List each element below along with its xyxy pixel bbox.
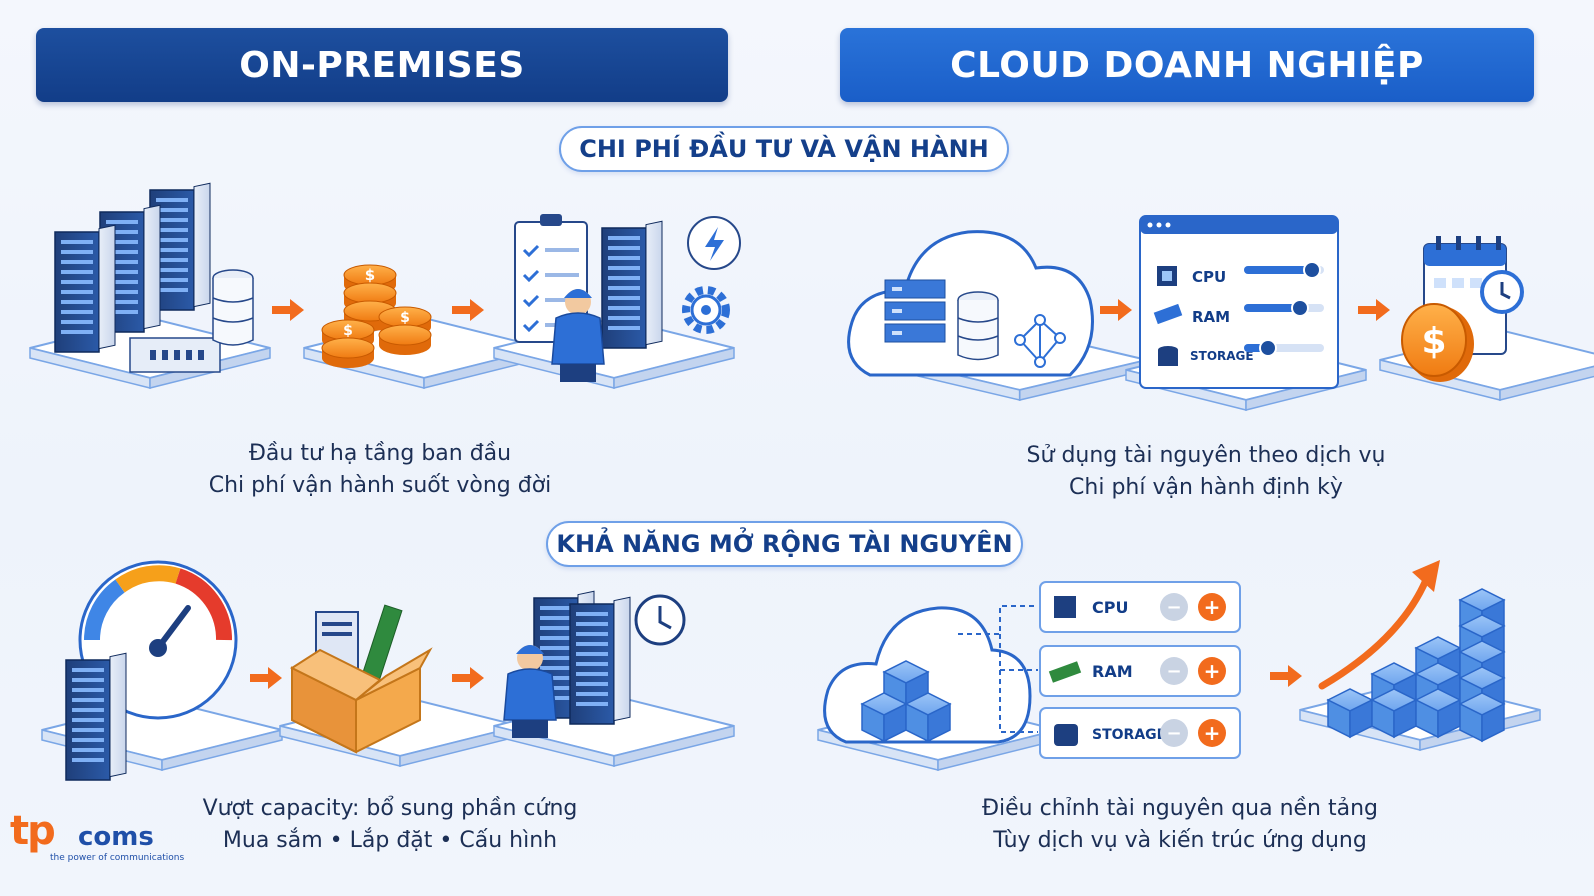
- scale-section-title: KHẢ NĂNG MỞ RỘNG TÀI NGUYÊN: [546, 521, 1023, 567]
- orange-arrow-icon: [452, 667, 484, 689]
- slider-knob[interactable]: [1291, 299, 1309, 317]
- dollar-coin-icon: $: [1401, 303, 1474, 382]
- orange-arrow-icon: [1270, 665, 1302, 687]
- orange-arrow-icon: [1100, 299, 1132, 321]
- scale-row-box: [1039, 581, 1241, 633]
- svg-text:$: $: [365, 266, 375, 284]
- maintenance-checklist-icon: [493, 214, 741, 389]
- scale-label: CPU: [1092, 598, 1128, 617]
- logo-brand: tp: [10, 808, 56, 854]
- cloud-header: CLOUD DOANH NGHIỆP: [840, 28, 1534, 102]
- slider-knob[interactable]: [1259, 339, 1277, 357]
- server-rack-group-icon: [29, 182, 271, 389]
- scale-row-storage: STORAGE− +: [1039, 707, 1241, 759]
- cloud-scale-caption: Điều chỉnh tài nguyên qua nền tảng Tùy d…: [960, 793, 1400, 857]
- network-node-icon: [1014, 314, 1066, 368]
- slider-knob[interactable]: [1303, 261, 1321, 279]
- scale-row-ram: RAM − +: [1039, 645, 1241, 697]
- plus-button[interactable]: [1198, 657, 1226, 685]
- orange-arrow-icon: [272, 299, 304, 321]
- clock-icon: [634, 594, 686, 646]
- speedometer-icon: [41, 560, 283, 781]
- growth-bars-icon: [1299, 560, 1541, 751]
- installation-technician-icon: [493, 590, 735, 767]
- scale-row-box: [1039, 707, 1241, 759]
- cost-section-title: CHI PHÍ ĐẦU TƯ VÀ VẬN HÀNH: [559, 126, 1009, 172]
- scale-label: STORAGE: [1092, 727, 1166, 743]
- cloud-cost-caption: Sử dụng tài nguyên theo dịch vụ Chi phí …: [996, 440, 1416, 504]
- onprem-scale-caption: Vượt capacity: bổ sung phần cứng Mua sắm…: [180, 793, 600, 857]
- lightning-icon: [687, 216, 741, 270]
- orange-arrow-icon: [1358, 299, 1390, 321]
- caption-line: Mua sắm • Lắp đặt • Cấu hình: [222, 828, 558, 853]
- resource-panel: CPU RAM STORAGE: [1125, 215, 1367, 411]
- plus-symbol: +: [1204, 659, 1221, 683]
- minus-symbol: −: [1166, 661, 1181, 682]
- plus-symbol: +: [1204, 595, 1221, 619]
- on-premises-header: ON-PREMISES: [36, 28, 728, 102]
- onprem-cost-caption: Đầu tư hạ tầng ban đầu Chi phí vận hành …: [180, 438, 580, 502]
- plus-button[interactable]: [1198, 593, 1226, 621]
- orange-arrow-icon: [250, 667, 282, 689]
- connector-lines: [958, 605, 1038, 733]
- database-icon: [212, 269, 254, 346]
- caption-line: Đầu tư hạ tầng ban đầu: [248, 441, 512, 466]
- slider-fill: [1244, 266, 1312, 274]
- scale-row-cpu: CPU − +: [1039, 581, 1241, 633]
- caption-line: Chi phí vận hành suốt vòng đời: [208, 473, 552, 498]
- minus-button[interactable]: [1160, 719, 1188, 747]
- logo-tagline: the power of communications: [50, 853, 185, 863]
- caption-line: Vượt capacity: bổ sung phần cứng: [202, 796, 578, 821]
- panel-label-storage: STORAGE: [1190, 349, 1254, 363]
- svg-text:$: $: [343, 323, 353, 339]
- caption-line: Sử dụng tài nguyên theo dịch vụ: [1026, 443, 1386, 468]
- gear-icon: [682, 286, 730, 334]
- calendar-icon: $: [1379, 236, 1594, 401]
- slider-fill: [1244, 304, 1300, 312]
- ram-icon: [1048, 661, 1082, 683]
- minus-button[interactable]: [1160, 593, 1188, 621]
- logo-suffix: coms: [78, 822, 154, 852]
- tpcoms-logo: tp coms the power of communications: [10, 808, 184, 870]
- cpu-icon: [1157, 266, 1177, 286]
- scale-row-box: [1039, 645, 1241, 697]
- storage-icon: [1054, 724, 1078, 746]
- minus-symbol: −: [1166, 597, 1181, 618]
- panel-label-ram: RAM: [1192, 308, 1230, 326]
- minus-symbol: −: [1166, 723, 1181, 744]
- dollar-coin-icon: $ $ $: [303, 264, 545, 389]
- database-icon: [957, 291, 999, 361]
- minus-button[interactable]: [1160, 657, 1188, 685]
- caption-line: Điều chỉnh tài nguyên qua nền tảng: [981, 796, 1379, 821]
- scale-label: RAM: [1092, 662, 1133, 681]
- cloud-cubes-icon: [817, 606, 1059, 771]
- orange-arrow-icon: [452, 299, 484, 321]
- storage-icon: [1158, 346, 1178, 366]
- hardware-box-icon: [279, 604, 521, 767]
- caption-line: Tùy dịch vụ và kiến trúc ứng dụng: [993, 828, 1367, 853]
- ram-icon: [1153, 303, 1183, 325]
- plus-button[interactable]: [1198, 719, 1226, 747]
- svg-text:$: $: [400, 310, 410, 326]
- cpu-icon: [1054, 596, 1076, 618]
- svg-text:$: $: [1421, 321, 1446, 362]
- panel-label-cpu: CPU: [1192, 268, 1226, 286]
- plus-symbol: +: [1204, 721, 1221, 745]
- caption-line: Chi phí vận hành định kỳ: [1069, 475, 1343, 500]
- cloud-server-icon: [847, 230, 1148, 402]
- renewal-arrow-icon: [1480, 270, 1524, 314]
